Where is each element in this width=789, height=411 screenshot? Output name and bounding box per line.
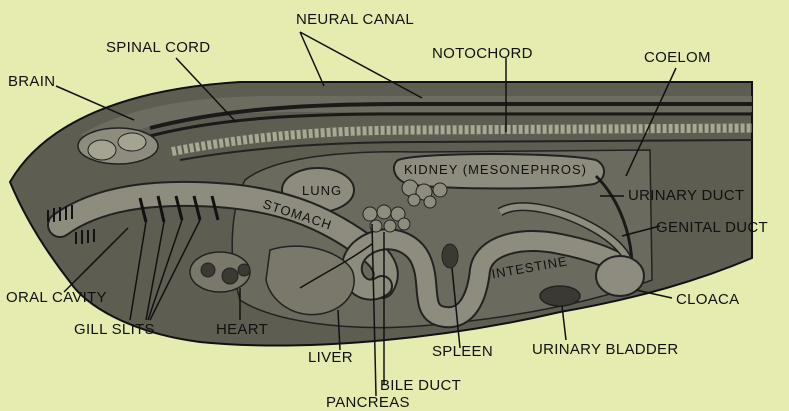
- urinary-bladder: [540, 286, 580, 306]
- kidney-text: KIDNEY (MESONEPHROS): [404, 162, 587, 177]
- pancreas: [363, 205, 410, 232]
- label-genital-duct: GENITAL DUCT: [656, 219, 768, 236]
- heart: [190, 252, 250, 292]
- label-heart: HEART: [216, 321, 268, 338]
- spleen: [442, 244, 458, 268]
- label-neural-canal: NEURAL CANAL: [296, 11, 414, 28]
- label-liver: LIVER: [308, 349, 353, 366]
- label-oral-cavity: ORAL CAVITY: [6, 289, 107, 306]
- lung-text: LUNG: [302, 183, 342, 198]
- label-spleen: SPLEEN: [432, 343, 493, 360]
- label-brain: BRAIN: [8, 73, 55, 90]
- label-urinary-bladder: URINARY BLADDER: [532, 341, 679, 358]
- label-bile-duct: BILE DUCT: [380, 377, 461, 394]
- label-urinary-duct: URINARY DUCT: [628, 187, 744, 204]
- label-notochord: NOTOCHORD: [432, 45, 533, 62]
- label-cloaca: CLOACA: [676, 291, 740, 308]
- label-gill-slits: GILL SLITS: [74, 321, 155, 338]
- label-pancreas: PANCREAS: [326, 394, 410, 411]
- label-spinal-cord: SPINAL CORD: [106, 39, 210, 56]
- label-coelom: COELOM: [644, 49, 711, 66]
